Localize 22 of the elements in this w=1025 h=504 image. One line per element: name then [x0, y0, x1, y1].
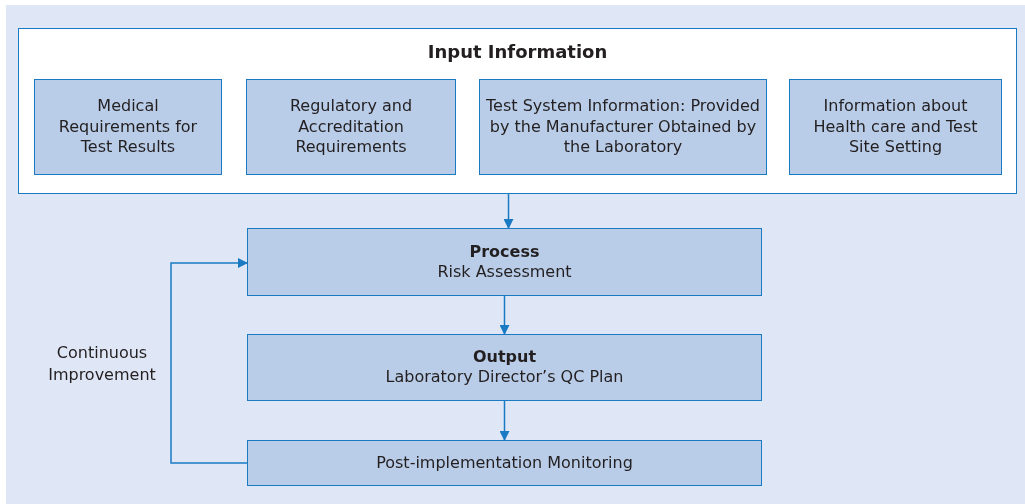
arrow	[499, 295, 510, 335]
box-heading: Output	[472, 347, 537, 368]
box-heading: Process	[469, 241, 540, 262]
box-text: Medical Requirements for Test Results	[57, 95, 199, 159]
box-text: Laboratory Director’s QC Plan	[385, 367, 624, 388]
process-box	[247, 228, 762, 296]
process-box	[479, 79, 767, 175]
arrow	[170, 258, 248, 464]
box-text: Regulatory and Accreditation Requirements	[288, 95, 414, 159]
box-text: Post-implementation Monitoring	[376, 452, 633, 474]
process-box	[789, 79, 1002, 175]
process-box	[34, 79, 222, 175]
box-text: Information about Health care and Test Site Setting	[812, 95, 979, 159]
arrow	[503, 193, 514, 229]
group-box	[18, 28, 1017, 194]
box-text: Test System Information: Provided by the Manufacturer Obtained by the Laboratory	[486, 95, 760, 159]
box-heading: Input Information	[427, 41, 608, 64]
process-box	[247, 334, 762, 401]
process-box	[246, 79, 456, 175]
process-box	[247, 440, 762, 486]
box-text: Risk Assessment	[437, 261, 572, 283]
arrow	[499, 400, 510, 441]
